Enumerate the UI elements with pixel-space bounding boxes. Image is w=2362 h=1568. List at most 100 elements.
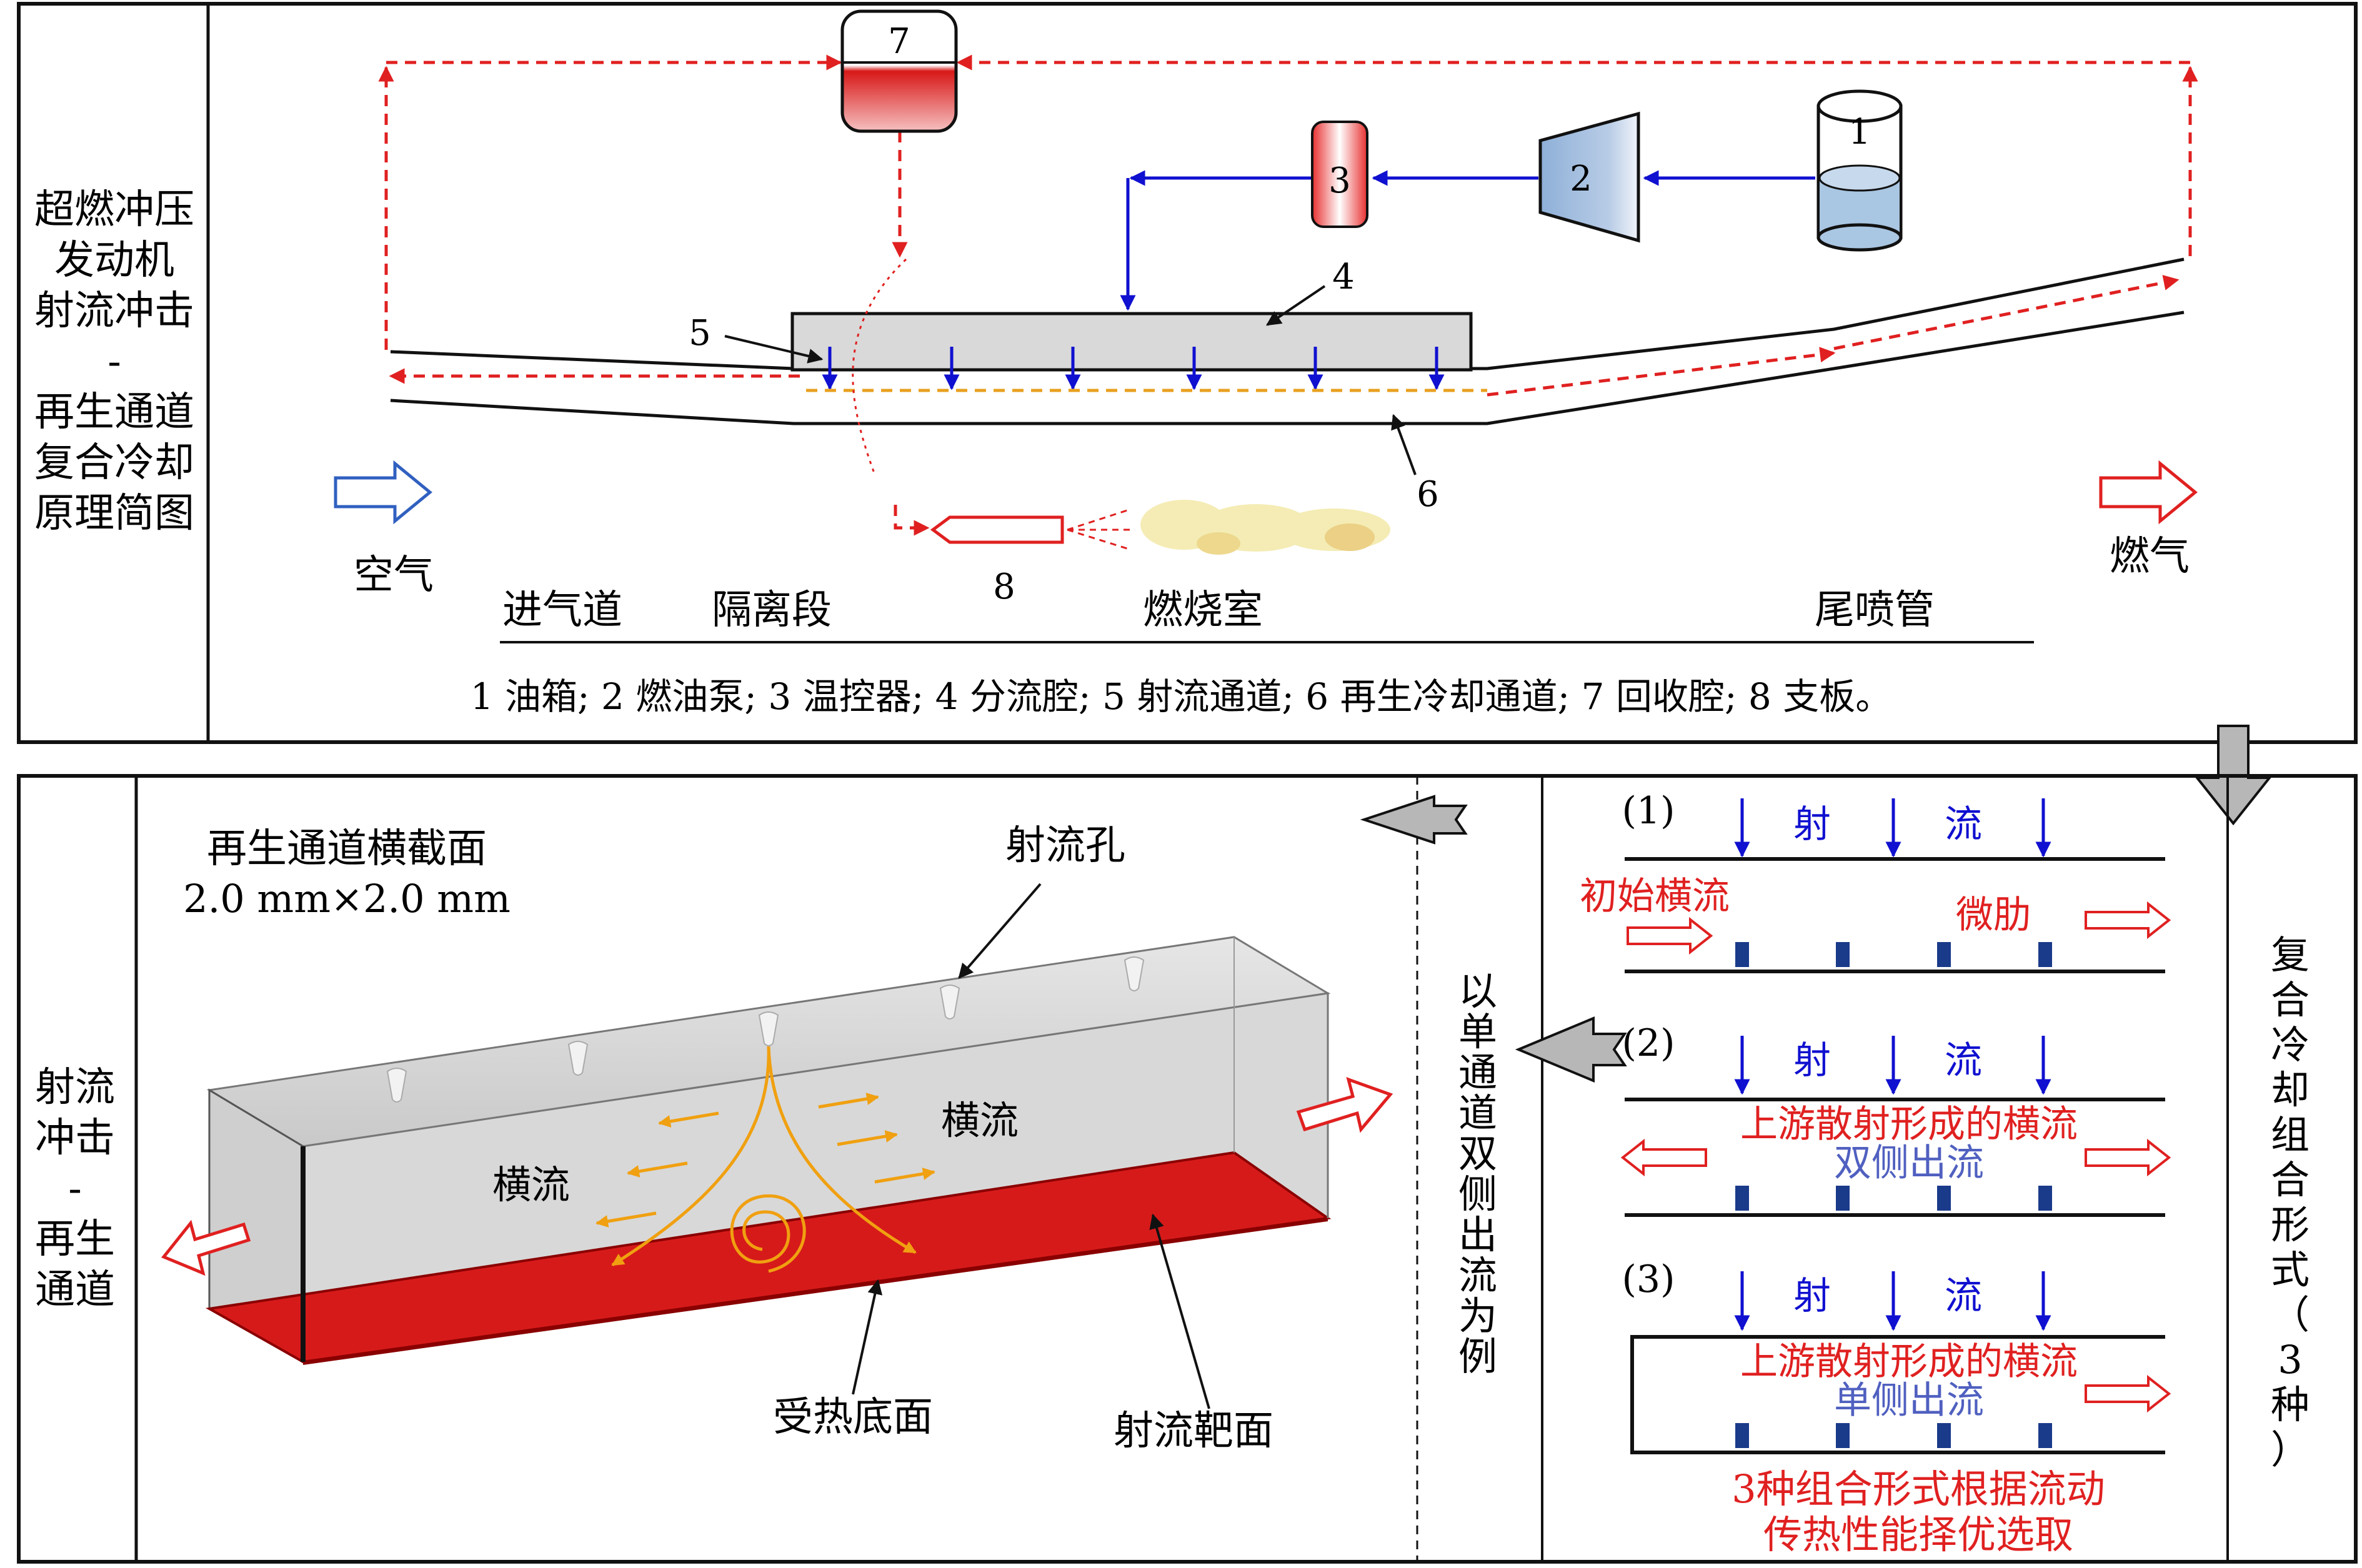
case-2-id: (2): [1622, 1021, 1675, 1065]
label-7: 7: [888, 21, 910, 62]
example-note-char: 道: [1458, 1090, 1497, 1136]
label-3: 3: [1328, 161, 1351, 201]
regen-flow: [378, 54, 2198, 536]
case-1-microrib: 微肋: [1956, 893, 2031, 937]
top-side-title: 超燃冲压 发动机 射流冲击 - 再生通道 复合冷却 原理简图: [34, 187, 194, 537]
case-3-closed-channel: [1630, 1335, 2165, 1454]
distributor-cavity: [790, 312, 1473, 372]
jet-hole: [939, 985, 960, 1020]
strut: [930, 515, 1064, 544]
regen-flow-segment: [1487, 347, 1836, 397]
top-side-title-line: 发动机: [54, 237, 174, 284]
exhaust-label: 燃气: [2110, 533, 2190, 580]
regen-flow-segment: [1833, 275, 2180, 350]
top-side-title-line: 射流冲击: [34, 288, 194, 334]
example-note: 以 单 通 道 双 侧 出 流 为 例: [1458, 968, 1497, 1379]
bottom-side-title-line: 射流: [35, 1064, 115, 1111]
jet-hole: [758, 1011, 779, 1046]
left-pointer-arrow-upper: [1360, 795, 1468, 845]
right-title-char: 合: [2271, 977, 2310, 1023]
jet-target-label: 射流靶面: [1114, 1408, 1273, 1454]
label-1: 1: [1848, 112, 1871, 152]
bottom-side-title-line: 冲击: [35, 1115, 115, 1161]
right-title-char: 式: [2271, 1247, 2310, 1293]
bottom-side-title-line: 再生: [35, 1216, 115, 1263]
outflow-left-arrow: [161, 1219, 251, 1276]
bottom-side-title: 射流 冲击 - 再生 通道: [35, 1064, 115, 1313]
case-1-outflow-arrow: [2085, 901, 2171, 940]
case-1-jet-char: 流: [1945, 803, 1982, 846]
example-note-char: 双: [1458, 1131, 1497, 1176]
case-3-id: (3): [1622, 1258, 1675, 1301]
top-side-title-line: 原理简图: [34, 490, 194, 537]
right-title-char: 3: [2278, 1337, 2302, 1382]
case-3-outflow-arrow: [2085, 1374, 2171, 1413]
case-1-jet-char: 射: [1793, 803, 1831, 846]
recovery-cavity: [840, 9, 958, 133]
right-title-char: 冷: [2271, 1022, 2310, 1068]
example-note-char: 流: [1458, 1253, 1497, 1298]
example-note-char: 侧: [1458, 1171, 1497, 1217]
right-title-char: 种: [2271, 1382, 2310, 1427]
case-2-right-outflow-arrow: [2085, 1138, 2171, 1177]
example-note-char: 出: [1458, 1212, 1497, 1258]
label-2: 2: [1570, 159, 1592, 199]
right-title-char: （: [2271, 1292, 2310, 1337]
outflow-right-arrow: [1296, 1077, 1393, 1133]
strut-feed-line: [894, 505, 930, 536]
jet-hole-leader: [958, 883, 1042, 979]
heated-bottom-leader: [852, 1279, 883, 1395]
engine-walls: [390, 257, 2185, 425]
jet-flow: [611, 1046, 917, 1273]
jet-holes: [386, 956, 1145, 1103]
temp-controller: [1311, 121, 1368, 228]
bottom-side-title-line: 通道: [35, 1267, 115, 1313]
right-title-char: 复: [2271, 932, 2310, 978]
section-nozzle: 尾喷管: [1815, 587, 1935, 633]
left-pointer-arrow-lower: [1515, 1016, 1627, 1083]
right-title-char: 形: [2271, 1202, 2310, 1248]
crossflow-right-label: 横流: [941, 1098, 1019, 1143]
bottom-panel-border: [17, 774, 2358, 1564]
bottom-side-title-line: -: [68, 1166, 82, 1212]
label-8: 8: [993, 567, 1015, 607]
right-title-char: 合: [2271, 1157, 2310, 1203]
case-1-initial-crossflow: 初始横流: [1580, 875, 1730, 918]
exhaust-outlet-arrow: [2099, 460, 2198, 525]
right-side-title: 复 合 冷 却 组 合 形 式 （ 3 种 ）: [2271, 932, 2310, 1472]
label-5: 5: [689, 313, 711, 354]
section-inlet: 进气道: [502, 587, 622, 633]
example-note-char: 单: [1458, 1009, 1497, 1054]
lower-wall: [390, 310, 2185, 425]
example-note-char: 通: [1458, 1049, 1497, 1095]
case-2-outflow: 双侧出流: [1834, 1141, 1984, 1185]
vortex: [730, 1194, 806, 1273]
label-4: 4: [1332, 257, 1355, 297]
case-3-crossflow: 上游散射形成的横流: [1740, 1340, 2078, 1384]
jet-hole: [386, 1068, 407, 1103]
fuel-supply-lines: [1120, 170, 1815, 311]
top-panel: 超燃冲压 发动机 射流冲击 - 再生通道 复合冷却 原理简图: [17, 2, 2358, 744]
engine-sections: 进气道 隔离段 燃烧室 尾喷管: [502, 587, 1935, 633]
case-1-id: (1): [1622, 789, 1675, 833]
jet-hole: [567, 1041, 589, 1076]
section-isolator: 隔离段: [712, 587, 832, 633]
case-3-jet-char: 流: [1945, 1274, 1982, 1318]
case-3-outflow: 单侧出流: [1834, 1379, 1984, 1422]
conclusion-line: 传热性能择优选取: [1763, 1512, 2073, 1557]
air-inlet-arrow: [334, 460, 432, 525]
example-note-char: 为: [1458, 1293, 1497, 1339]
top-side-title-line: 再生通道: [34, 389, 194, 435]
cross-section-size: 2.0 mm×2.0 mm: [183, 876, 511, 921]
jet-hole-label: 射流孔: [1005, 823, 1125, 869]
section-combustor: 燃烧室: [1143, 587, 1263, 633]
right-title-char: ）: [2271, 1427, 2310, 1472]
jet-target-leader: [1149, 1213, 1210, 1409]
bottom-panel: 射流 冲击 - 再生 通道 再生通道横截面 2.0 mm×2.0 mm: [17, 774, 2358, 1564]
fuel-spray: [1067, 508, 1132, 551]
target-edge: [303, 1218, 1328, 1365]
case-1-inflow-arrow: [1627, 916, 1713, 955]
case-2-jet-char: 流: [1945, 1039, 1982, 1083]
example-note-char: 以: [1458, 968, 1497, 1014]
